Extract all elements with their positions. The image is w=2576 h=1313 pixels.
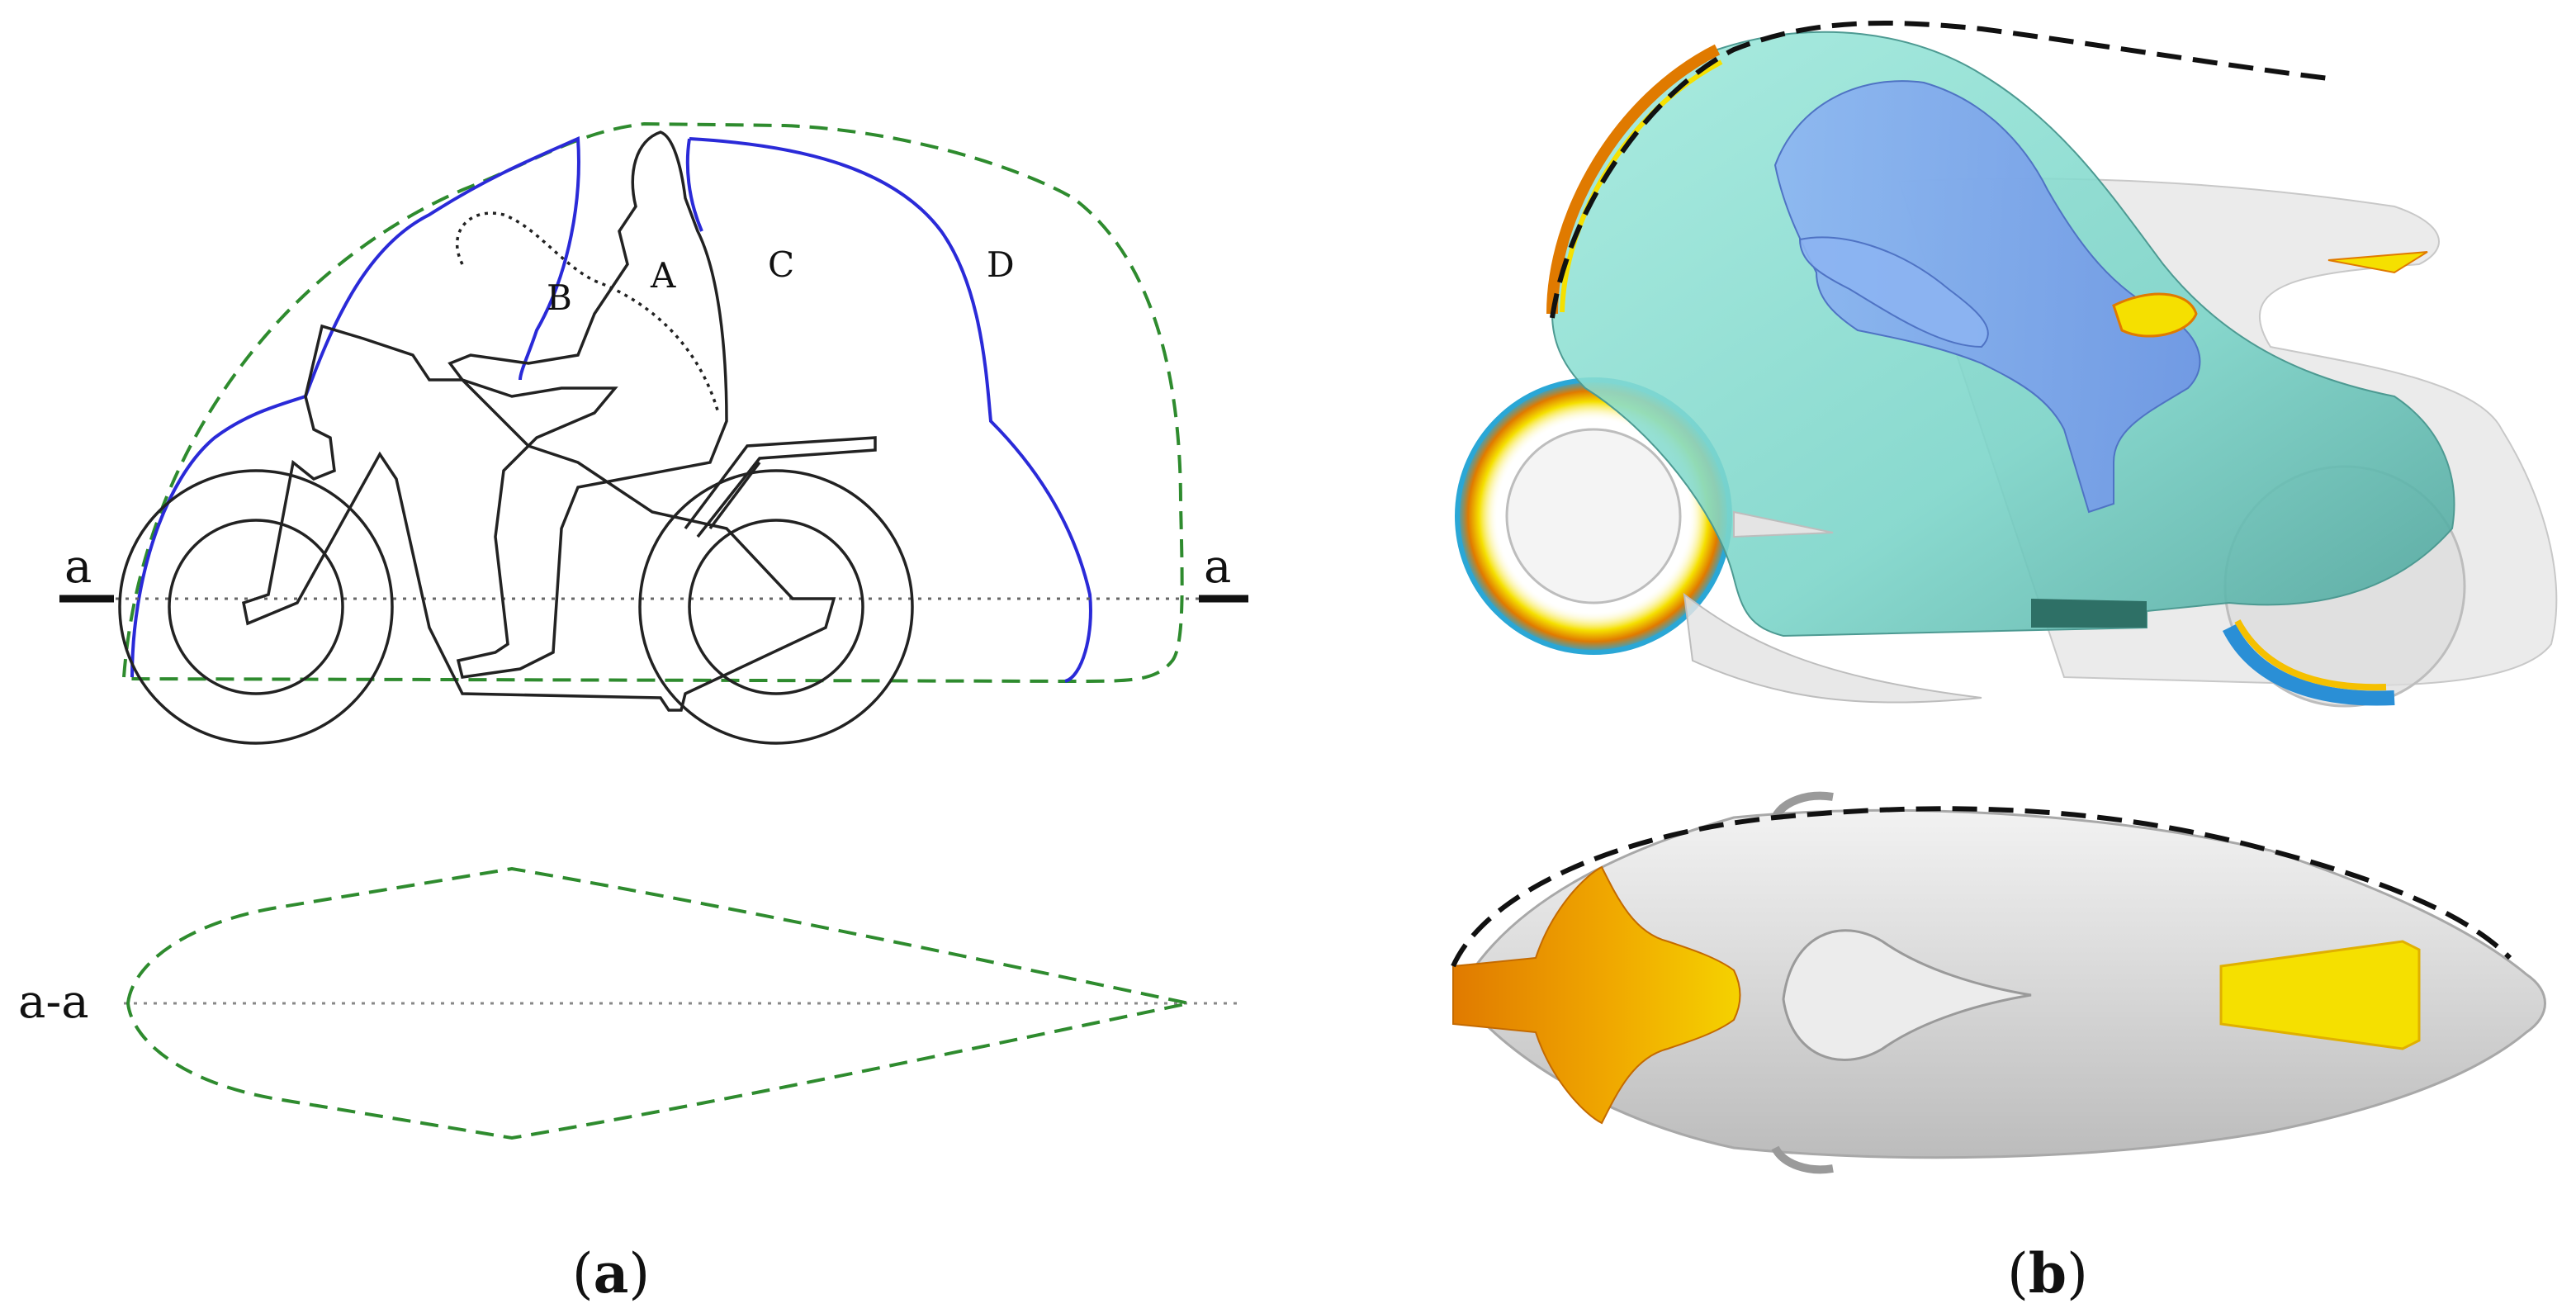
- caption-a-open: (: [572, 1242, 594, 1306]
- side-hull-dashed: [1550, 20, 2329, 319]
- section-marker-label-right: a: [1204, 540, 1231, 594]
- panel-b: (b): [1451, 20, 2558, 1306]
- belly-pan: [2031, 599, 2147, 628]
- rider-render: [1773, 80, 2201, 514]
- front-fork-spike: [1683, 592, 1982, 704]
- bike-rear-rack-inner: [708, 461, 761, 530]
- tail-hotspot-yellow: [2327, 251, 2428, 274]
- region-label-a: A: [650, 255, 676, 296]
- section-view-outline: [125, 866, 1190, 1140]
- caption-b-open: (: [2007, 1242, 2029, 1306]
- rear-wheel-inner: [688, 519, 864, 695]
- region-label-b: B: [547, 277, 572, 318]
- front-wheel-inner: [168, 519, 344, 695]
- top-tail-hotspot: [2219, 940, 2421, 1050]
- rider-arm: [1798, 236, 1989, 348]
- top-mirror-upper: [1771, 791, 1834, 820]
- rear-tyre-hotspot: [2222, 623, 2395, 706]
- rear-wheel-outer: [638, 469, 914, 745]
- caption-a-close: ): [628, 1242, 650, 1306]
- region-label-c: C: [768, 244, 794, 285]
- top-view-render: [1451, 791, 2546, 1174]
- front-wheel-outer: [118, 469, 394, 745]
- region-boundary-rider-back: [685, 138, 703, 232]
- top-nose-hotspot: [1452, 865, 1741, 1125]
- region-boundary-rear: [689, 137, 1092, 683]
- motorcycle-drawing: [118, 130, 914, 745]
- mid-spike: [1733, 510, 1834, 538]
- top-hull-dashed: [1451, 806, 2512, 968]
- side-view-render: [1455, 20, 2558, 708]
- region-label-d: D: [987, 244, 1015, 285]
- section-view-label: a-a: [18, 975, 89, 1029]
- caption-b-letter: b: [2029, 1241, 2067, 1306]
- side-envelope-outline: [122, 121, 1184, 684]
- panel-a: A B C D a a a-a (a): [18, 121, 1248, 1306]
- caption-a: (a): [572, 1241, 650, 1306]
- windscreen-hot-edge: [1546, 44, 1721, 315]
- top-mirror-lower: [1771, 1145, 1834, 1174]
- section-marker-label-left: a: [64, 540, 92, 594]
- front-wheel-hub: [1505, 428, 1682, 604]
- caption-a-letter: a: [594, 1241, 629, 1306]
- region-boundary-front: [130, 136, 580, 678]
- rider-outline: [447, 130, 728, 679]
- rear-tyre-hotspot-inner: [2234, 619, 2387, 691]
- side-hotspot-yellow: [2112, 292, 2198, 338]
- rider-back-dotted: [456, 211, 720, 414]
- bike-frame: [241, 324, 836, 712]
- caption-b-close: ): [2067, 1242, 2088, 1306]
- bike-rear-rack: [684, 436, 877, 538]
- caption-b: (b): [2007, 1241, 2088, 1306]
- top-windscreen: [1782, 929, 2032, 1061]
